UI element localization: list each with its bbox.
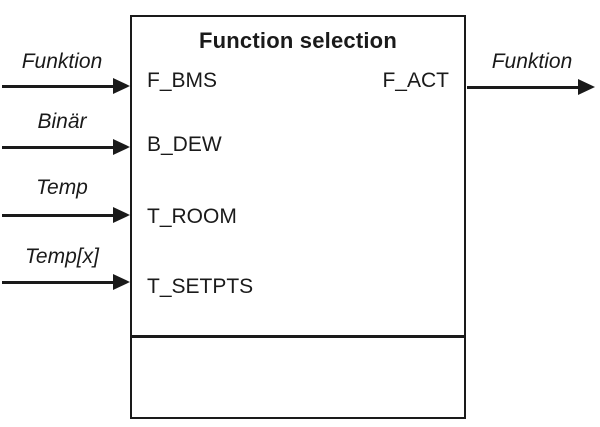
input-arrow xyxy=(2,78,130,94)
input-pin-label: T_ROOM xyxy=(147,205,237,228)
input-signal-label: Temp xyxy=(36,176,88,199)
arrow-shaft xyxy=(467,85,581,89)
input-signal-label: Funktion xyxy=(21,50,103,73)
arrow-head-icon xyxy=(113,274,130,290)
block-footer xyxy=(132,337,464,417)
arrow-head-icon xyxy=(113,207,130,223)
arrow-head-icon xyxy=(113,139,130,155)
input-signal-label: Temp[x] xyxy=(25,245,99,268)
arrow-shaft xyxy=(2,213,116,217)
input-signal-label: Binär xyxy=(37,110,87,133)
arrow-shaft xyxy=(2,84,116,88)
input-pin-label: T_SETPTS xyxy=(147,275,254,298)
input-pin-label: B_DEW xyxy=(147,133,222,156)
arrow-shaft xyxy=(2,145,116,149)
input-arrow xyxy=(2,274,130,290)
output-pin-label: F_ACT xyxy=(382,69,449,92)
arrow-head-icon xyxy=(113,78,130,94)
block-title: Function selection xyxy=(199,28,397,53)
arrow-shaft xyxy=(2,280,116,284)
input-pin-label: F_BMS xyxy=(147,69,218,92)
arrow-head-icon xyxy=(578,79,595,95)
input-arrow xyxy=(2,207,130,223)
output-signal-label: Funktion xyxy=(491,50,573,73)
function-block: Function selection F_BMS B_DEW T_ROOM T_… xyxy=(130,15,466,419)
output-arrow xyxy=(467,79,595,95)
block-footer-divider xyxy=(132,335,464,338)
input-arrow xyxy=(2,139,130,155)
